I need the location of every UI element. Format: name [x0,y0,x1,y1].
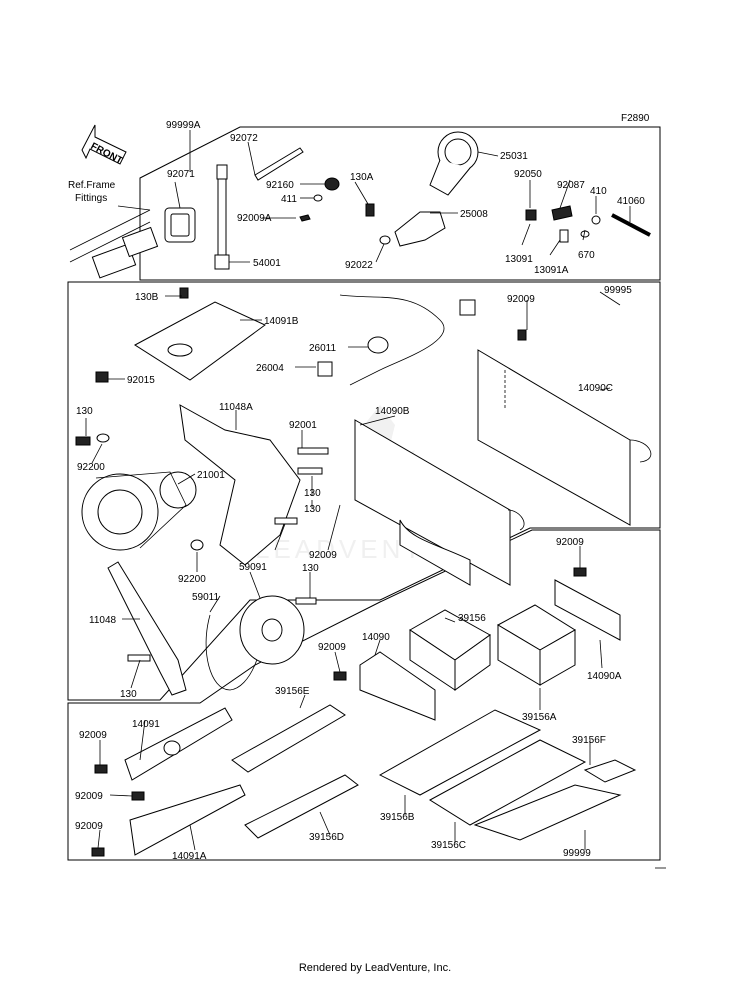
frame-fittings-sketch [69,205,159,279]
ref-note-line1: Ref.Frame [68,180,116,191]
part-label: 670 [578,250,595,261]
part-label: 25008 [460,209,488,220]
part-label: 14090 [362,632,390,643]
bottom-kit-parts [91,567,637,857]
part-label: 39156D [309,832,344,843]
part-label: 92071 [167,169,195,180]
ref-note-line2: Fittings [75,193,107,204]
part-label: 59011 [192,592,220,603]
part-label: 92009 [556,537,584,548]
part-label: 92015 [127,375,155,386]
part-label: 39156C [431,840,466,851]
part-label: 99999 [563,848,591,859]
part-label: 92200 [178,574,206,585]
part-label: 92009 [507,294,535,305]
part-label: 39156B [380,812,415,823]
part-label: 130 [304,504,321,515]
part-label: 130 [302,563,319,574]
part-labels: 99999A 92072 92071 92160 130A 411 92009A… [75,120,645,862]
figure-code: F2890 [621,113,650,124]
part-label: 13091A [534,265,569,276]
middle-kit-frame [67,281,661,701]
part-label: 92009A [237,213,272,224]
part-label: 92050 [514,169,542,180]
part-label: 13091 [505,254,533,265]
part-label: 92009 [75,821,103,832]
part-label: 11048A [219,402,253,413]
part-label: 130A [350,172,374,183]
part-label: 92160 [266,180,294,191]
part-label: 39156F [572,735,606,746]
part-label: 92072 [230,133,258,144]
part-label: 410 [590,186,607,197]
part-label: 130B [135,292,159,303]
front-direction-arrow: FRONT [81,124,127,167]
part-label: 26011 [309,343,337,354]
part-label: 25031 [500,151,528,162]
part-label: 14090B [375,406,410,417]
part-label: 92022 [345,260,373,271]
part-label: 54001 [253,258,281,269]
part-label: 92087 [557,180,585,191]
part-label: 14091 [132,719,160,730]
part-label: 92200 [77,462,105,473]
part-label: 21001 [197,470,225,481]
top-kit-frame [139,126,661,281]
part-label: 130 [304,488,321,499]
part-label: 39156 [458,613,486,624]
part-label: 26004 [256,363,284,374]
part-label: 99999A [166,120,201,131]
part-label: 92009 [318,642,346,653]
part-label: 41060 [617,196,645,207]
part-label: 14091A [172,851,207,862]
part-label: 92001 [289,420,317,431]
render-credit: Rendered by LeadVenture, Inc. [298,962,452,974]
part-label: 39156A [522,712,557,723]
part-label: 92009 [309,550,337,561]
leader-lines [85,130,631,851]
part-label: 39156E [275,686,310,697]
part-label: 14090C [578,383,613,394]
middle-kit-parts [75,287,652,696]
top-kit-parts [164,131,651,270]
part-label: 99995 [604,285,632,296]
part-label: 130 [76,406,93,417]
part-label: 130 [120,689,137,700]
part-label: 11048 [89,615,117,626]
part-label: 411 [281,194,297,205]
part-label: 59091 [239,562,267,573]
part-label: 92009 [75,791,103,802]
parts-diagram: LEADVENTURE F2890 FRONT Ref.Frame Fittin… [67,113,666,869]
part-label: 14090A [587,671,622,682]
part-label: 14091B [264,316,299,327]
bottom-kit-frame [67,529,661,861]
part-label: 92009 [79,730,107,741]
